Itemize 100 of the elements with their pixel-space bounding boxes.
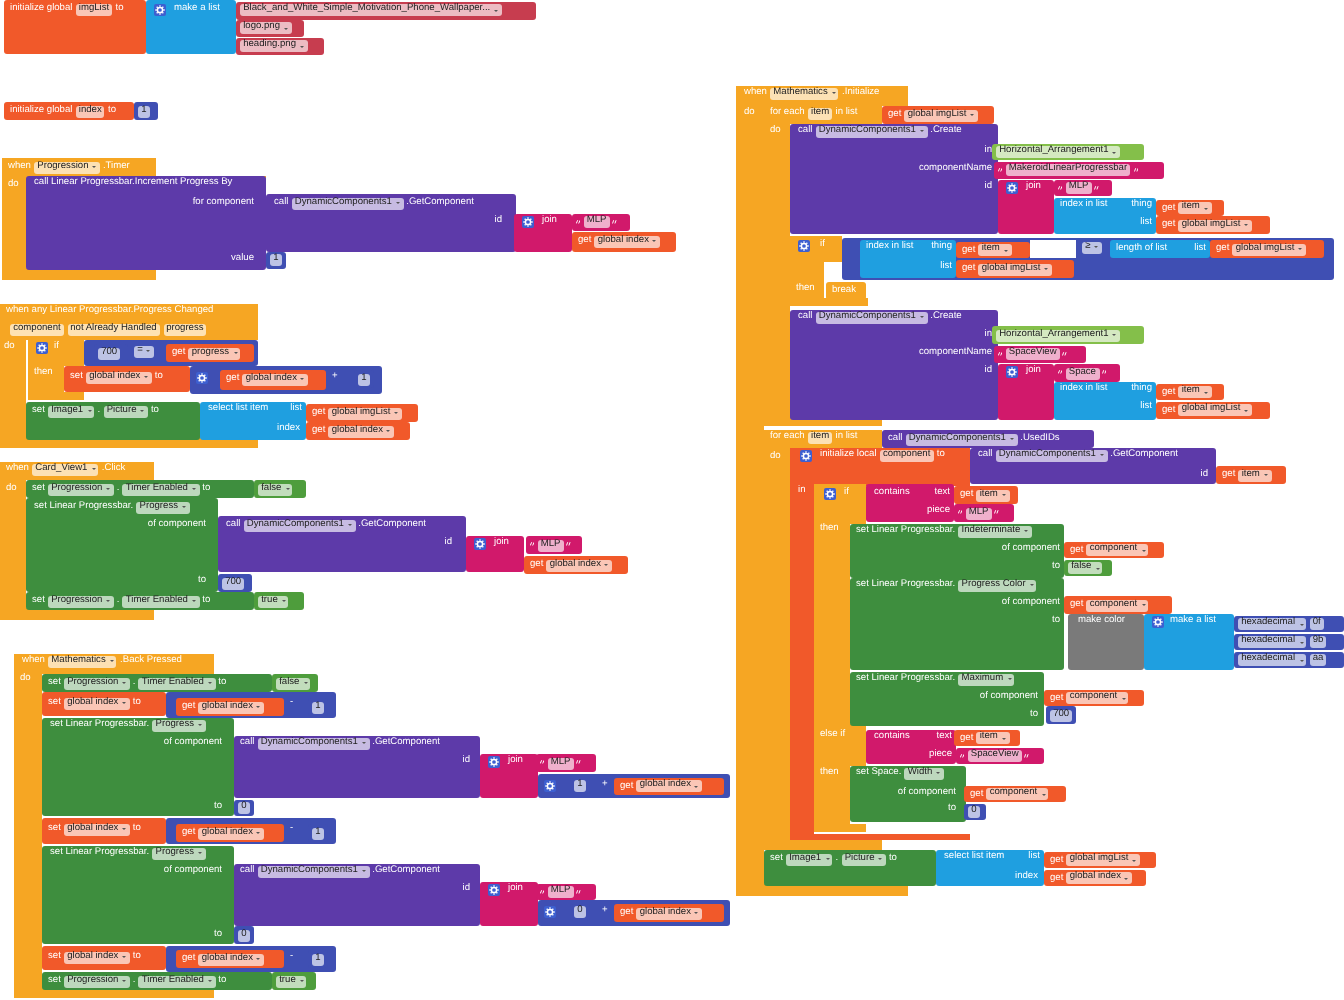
setter-block: [42, 718, 234, 816]
setter-block: [42, 972, 272, 990]
setter-block: [850, 578, 1064, 670]
list-block: [1054, 382, 1156, 420]
variable-block: [306, 404, 418, 422]
math-block: [308, 698, 328, 716]
setter-block: [42, 674, 272, 692]
text-block: [480, 882, 538, 926]
method-block: [790, 124, 998, 234]
math-block: [1234, 616, 1344, 632]
math-block: [538, 900, 730, 926]
text-block: [514, 214, 572, 252]
method-block: [234, 864, 480, 926]
variable-block: [964, 786, 1066, 802]
text-block: [994, 162, 1164, 179]
list-block: [860, 240, 956, 278]
control-block: [826, 282, 866, 300]
list-block: [200, 402, 306, 440]
logic-block: [1064, 560, 1112, 576]
method-block: [790, 310, 998, 420]
variable-block: [614, 778, 724, 795]
math-block: [308, 824, 328, 842]
text-block: [466, 536, 524, 572]
text-block: [480, 754, 538, 798]
text-block: [998, 180, 1054, 234]
variable-block: [956, 242, 1030, 258]
text-block: [572, 214, 630, 231]
method-block: [266, 194, 516, 252]
variable-block: [176, 698, 284, 716]
math-block: [166, 946, 336, 972]
text-block: [526, 536, 582, 554]
logic-block: [272, 674, 318, 692]
variable-block: [1210, 240, 1324, 258]
variable-block: [572, 232, 676, 252]
variable-block: [1156, 216, 1270, 234]
math-block: [234, 926, 254, 944]
logic-block: [254, 592, 304, 610]
math-block: [354, 370, 374, 388]
asset-block: [236, 20, 304, 37]
asset-block: [236, 38, 324, 55]
variable-block: [64, 366, 190, 392]
text-block: [994, 346, 1086, 363]
math-block: [84, 340, 258, 366]
variable-block: [1156, 384, 1224, 400]
math-block: [166, 692, 336, 718]
variable-block: [42, 946, 166, 970]
component-block: [992, 326, 1144, 344]
text-block: [956, 748, 1044, 764]
variable-block: [4, 0, 146, 54]
variable-block: [1156, 402, 1270, 419]
math-block: [166, 818, 336, 844]
method-block: [234, 736, 480, 798]
text-block: [866, 484, 954, 522]
variable-block: [42, 818, 166, 844]
logic-block: [254, 480, 306, 498]
text-block: [536, 754, 596, 772]
math-block: [1234, 634, 1344, 650]
text-block: [866, 730, 956, 764]
variable-block: [614, 904, 724, 922]
method-block: [882, 430, 1094, 448]
setter-block: [26, 480, 254, 498]
math-block: [570, 778, 590, 794]
asset-block: [236, 1, 536, 19]
method-block: [218, 516, 466, 572]
setter-block: [26, 498, 218, 592]
list-block: [1144, 614, 1234, 670]
list-block: [1054, 198, 1156, 234]
math-block: [964, 804, 986, 820]
math-block: [234, 800, 254, 816]
math-block: [570, 904, 590, 921]
setter-block: [850, 672, 1044, 726]
setter-block: [850, 524, 1064, 578]
variable-block: [882, 106, 994, 124]
variable-block: [1044, 852, 1156, 868]
math-block: [1046, 706, 1076, 724]
method-block: [970, 448, 1216, 484]
variable-block: [166, 344, 254, 362]
math-block: [218, 574, 252, 592]
variable-block: [1156, 200, 1224, 216]
variable-block: [956, 260, 1074, 278]
text-block: [954, 504, 1014, 522]
list-block: [1110, 240, 1210, 258]
variable-block: [954, 486, 1018, 504]
text-block: [1054, 180, 1112, 196]
math-block: [1234, 652, 1344, 668]
variable-block: [954, 730, 1020, 746]
list-block: [146, 0, 236, 54]
component-block: [992, 144, 1144, 160]
method-block: [26, 176, 266, 270]
variable-block: [1216, 466, 1286, 484]
setter-block: [764, 850, 936, 886]
event-block: [2, 158, 266, 280]
color-block: [1068, 614, 1144, 670]
math-block: [308, 950, 328, 968]
text-block: [998, 364, 1054, 420]
list-block: [936, 850, 1044, 886]
variable-block: [4, 102, 134, 120]
math-block: [190, 366, 382, 394]
variable-block: [1064, 596, 1172, 614]
setter-block: [26, 402, 200, 440]
